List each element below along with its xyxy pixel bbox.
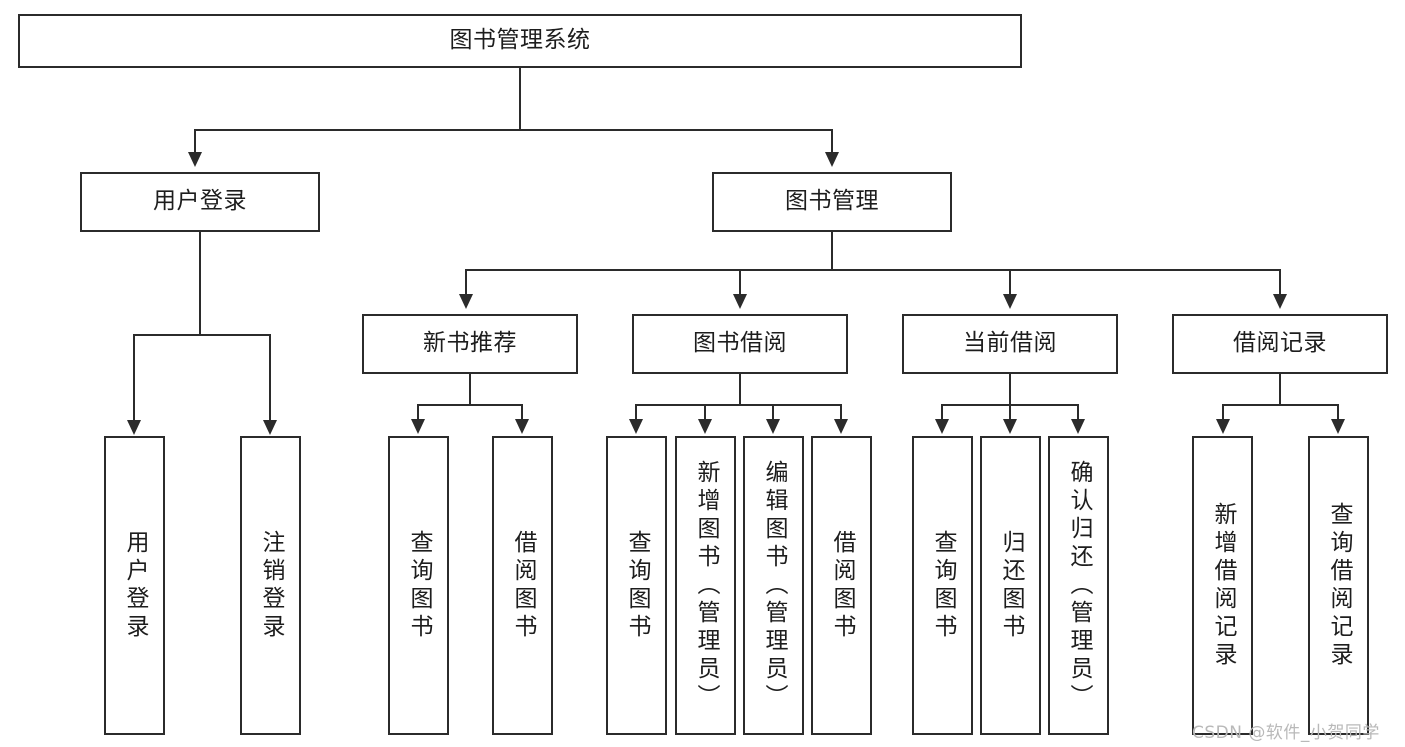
node-label: 用户登录: [153, 188, 247, 215]
connector-book-management-bar: [465, 269, 1281, 271]
node-label: 注销登录: [258, 529, 284, 642]
arrow-to-new-book: [459, 294, 473, 309]
node-label: 查询图书: [930, 529, 956, 642]
connector-book-management-stem: [831, 232, 833, 270]
leaf-borrow-book-newbook[interactable]: 借阅图书: [492, 436, 553, 735]
node-label: 归还图书: [998, 529, 1024, 642]
leaf-query-borrow-record[interactable]: 查询借阅记录: [1308, 436, 1369, 735]
leaf-logout[interactable]: 注销登录: [240, 436, 301, 735]
connector-root-bar: [194, 129, 833, 131]
connector-borrow-drop-1: [635, 404, 637, 420]
node-label: 借阅图书: [510, 529, 536, 642]
connector-current-drop-2: [1009, 404, 1011, 420]
node-label: 查询图书: [406, 529, 432, 642]
node-user-login[interactable]: 用户登录: [80, 172, 320, 232]
connector-record-drop-2: [1337, 404, 1339, 420]
node-label: 当前借阅: [963, 330, 1057, 357]
node-label: 借阅图书: [829, 529, 855, 642]
leaf-user-login[interactable]: 用户登录: [104, 436, 165, 735]
leaf-add-book-admin[interactable]: 新增图书（管理员）: [675, 436, 736, 735]
leaf-return-book[interactable]: 归还图书: [980, 436, 1041, 735]
node-label: 图书借阅: [693, 330, 787, 357]
arrow-borrow-leaf-3: [766, 419, 780, 434]
node-label: 新增图书（管理员）: [693, 459, 719, 712]
node-label: 图书管理系统: [449, 27, 591, 54]
node-label: 确认归还（管理员）: [1066, 459, 1092, 712]
leaf-add-borrow-record[interactable]: 新增借阅记录: [1192, 436, 1253, 735]
connector-root-stem: [519, 68, 521, 130]
node-label: 查询图书: [624, 529, 650, 642]
arrow-current-leaf-2: [1003, 419, 1017, 434]
leaf-query-book-newbook[interactable]: 查询图书: [388, 436, 449, 735]
leaf-query-book-borrow[interactable]: 查询图书: [606, 436, 667, 735]
connector-current-stem: [1009, 374, 1011, 405]
csdn-watermark: CSDN @软件_小贺同学: [1192, 723, 1380, 743]
node-borrow-record[interactable]: 借阅记录: [1172, 314, 1388, 374]
leaf-borrow-book[interactable]: 借阅图书: [811, 436, 872, 735]
connector-borrow-drop-4: [840, 404, 842, 420]
connector-borrow-drop-2: [704, 404, 706, 420]
arrow-borrow-leaf-2: [698, 419, 712, 434]
connector-newbook-stem: [469, 374, 471, 405]
connector-root-drop-right: [831, 129, 833, 153]
connector-current-drop-1: [941, 404, 943, 420]
arrow-newbook-leaf-1: [411, 419, 425, 434]
connector-record-stem: [1279, 374, 1281, 405]
arrow-borrow-leaf-4: [834, 419, 848, 434]
connector-user-login-bar: [133, 334, 271, 336]
connector-record-drop-1: [1222, 404, 1224, 420]
leaf-query-book-current[interactable]: 查询图书: [912, 436, 973, 735]
node-label: 编辑图书（管理员）: [761, 459, 787, 712]
node-root-system[interactable]: 图书管理系统: [18, 14, 1022, 68]
node-label: 用户登录: [122, 529, 148, 642]
arrow-to-leaf-user-login: [127, 420, 141, 435]
node-label: 新书推荐: [423, 330, 517, 357]
connector-user-login-stem: [199, 232, 201, 335]
arrow-record-leaf-2: [1331, 419, 1345, 434]
arrow-to-user-login: [188, 152, 202, 167]
connector-record-bar: [1222, 404, 1338, 406]
connector-user-login-drop-2: [269, 334, 271, 421]
connector-borrow-bar: [635, 404, 842, 406]
connector-borrow-drop-3: [772, 404, 774, 420]
arrow-to-book-borrow: [733, 294, 747, 309]
node-label: 图书管理: [785, 188, 879, 215]
node-current-borrow[interactable]: 当前借阅: [902, 314, 1118, 374]
arrow-record-leaf-1: [1216, 419, 1230, 434]
arrow-borrow-leaf-1: [629, 419, 643, 434]
node-book-management[interactable]: 图书管理: [712, 172, 952, 232]
connector-root-drop-left: [194, 129, 196, 153]
connector-bm-drop-4: [1279, 269, 1281, 295]
connector-newbook-bar: [417, 404, 523, 406]
connector-bm-drop-3: [1009, 269, 1011, 295]
connector-current-drop-3: [1077, 404, 1079, 420]
leaf-edit-book-admin[interactable]: 编辑图书（管理员）: [743, 436, 804, 735]
node-new-book-recommend[interactable]: 新书推荐: [362, 314, 578, 374]
arrow-to-borrow-record: [1273, 294, 1287, 309]
connector-bm-drop-1: [465, 269, 467, 295]
arrow-current-leaf-1: [935, 419, 949, 434]
connector-newbook-drop-2: [521, 404, 523, 420]
leaf-confirm-return-admin[interactable]: 确认归还（管理员）: [1048, 436, 1109, 735]
connector-borrow-stem: [739, 374, 741, 405]
arrow-to-leaf-logout: [263, 420, 277, 435]
node-label: 借阅记录: [1233, 330, 1327, 357]
connector-bm-drop-2: [739, 269, 741, 295]
node-label: 查询借阅记录: [1326, 501, 1352, 670]
node-book-borrow[interactable]: 图书借阅: [632, 314, 848, 374]
connector-user-login-drop-1: [133, 334, 135, 421]
connector-newbook-drop-1: [417, 404, 419, 420]
arrow-to-current-borrow: [1003, 294, 1017, 309]
arrow-to-book-management: [825, 152, 839, 167]
node-label: 新增借阅记录: [1210, 501, 1236, 670]
arrow-newbook-leaf-2: [515, 419, 529, 434]
arrow-current-leaf-3: [1071, 419, 1085, 434]
